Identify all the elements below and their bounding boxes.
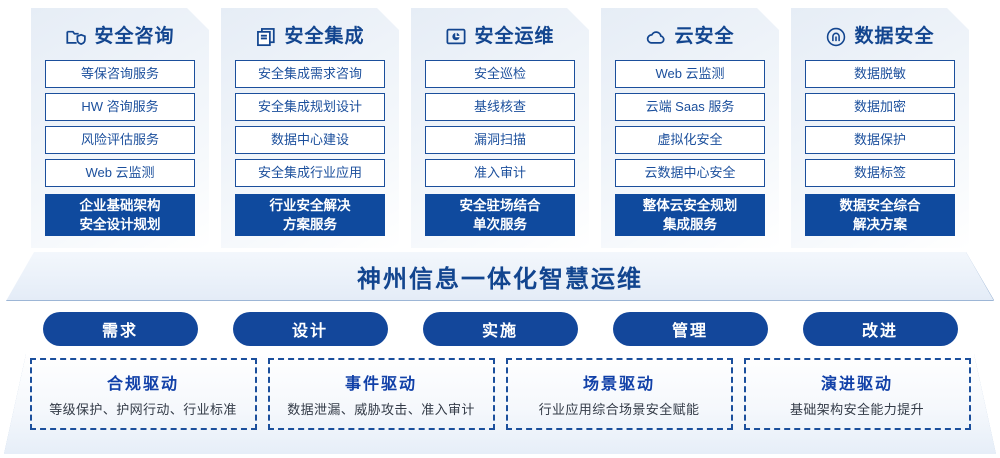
driver-card-scenario[interactable]: 场景驱动 行业应用综合场景安全赋能 <box>505 358 733 430</box>
service-item[interactable]: 虚拟化安全 <box>615 126 765 154</box>
column-title: 数据安全 <box>854 26 935 47</box>
highlight-line-2: 方案服务 <box>283 217 337 232</box>
column-items: 数据脱敏 数据加密 数据保护 数据标签 数据安全综合 解决方案 <box>791 60 969 236</box>
service-columns: 安全咨询 等保咨询服务 HW 咨询服务 风险评估服务 Web 云监测 企业基础架… <box>0 8 1000 256</box>
service-item[interactable]: 云端 Saas 服务 <box>615 93 765 121</box>
column-title: 安全运维 <box>474 26 555 47</box>
column-items: Web 云监测 云端 Saas 服务 虚拟化安全 云数据中心安全 整体云安全规划… <box>601 60 779 236</box>
cloud-icon <box>645 26 667 48</box>
platform-banner-title: 神州信息一体化智慧运维 <box>357 265 643 293</box>
service-column-security-integration[interactable]: 安全集成 安全集成需求咨询 安全集成规划设计 数据中心建设 安全集成行业应用 行… <box>221 8 399 248</box>
driver-subtitle: 行业应用综合场景安全赋能 <box>538 402 700 417</box>
service-item[interactable]: 数据保护 <box>805 126 955 154</box>
service-item[interactable]: Web 云监测 <box>615 60 765 88</box>
phase-pill-design[interactable]: 设计 <box>232 312 388 346</box>
service-item[interactable]: HW 咨询服务 <box>45 93 195 121</box>
service-column-data-security[interactable]: 数据安全 数据脱敏 数据加密 数据保护 数据标签 数据安全综合 解决方案 <box>791 8 969 248</box>
column-highlight[interactable]: 整体云安全规划 集成服务 <box>615 194 765 236</box>
service-item[interactable]: 数据中心建设 <box>235 126 385 154</box>
column-title: 云安全 <box>674 26 735 47</box>
driver-card-compliance[interactable]: 合规驱动 等级保护、护网行动、行业标准 <box>29 358 257 430</box>
service-item[interactable]: 数据标签 <box>805 159 955 187</box>
service-item[interactable]: Web 云监测 <box>45 159 195 187</box>
driver-title: 合规驱动 <box>106 376 179 393</box>
service-column-cloud-security[interactable]: 云安全 Web 云监测 云端 Saas 服务 虚拟化安全 云数据中心安全 整体云… <box>601 8 779 248</box>
column-highlight[interactable]: 数据安全综合 解决方案 <box>805 194 955 236</box>
highlight-line-2: 安全设计规划 <box>79 217 161 232</box>
service-column-security-operations[interactable]: 安全运维 安全巡检 基线核查 漏洞扫描 准入审计 安全驻场结合 单次服务 <box>411 8 589 248</box>
highlight-line-2: 单次服务 <box>473 217 527 232</box>
column-highlight[interactable]: 行业安全解决 方案服务 <box>235 194 385 236</box>
column-items: 安全巡检 基线核查 漏洞扫描 准入审计 安全驻场结合 单次服务 <box>411 60 589 236</box>
highlight-line-1: 安全驻场结合 <box>459 198 541 213</box>
phase-pill-management[interactable]: 管理 <box>612 312 768 346</box>
driver-title: 事件驱动 <box>344 376 417 393</box>
driver-subtitle: 等级保护、护网行动、行业标准 <box>49 402 237 417</box>
driver-card-incident[interactable]: 事件驱动 数据泄漏、威胁攻击、准入审计 <box>267 358 495 430</box>
service-item[interactable]: 安全集成行业应用 <box>235 159 385 187</box>
column-header: 云安全 <box>601 8 779 60</box>
column-header: 安全咨询 <box>31 8 209 60</box>
highlight-line-2: 解决方案 <box>853 217 907 232</box>
driver-title: 演进驱动 <box>820 376 893 393</box>
column-items: 等保咨询服务 HW 咨询服务 风险评估服务 Web 云监测 企业基础架构 安全设… <box>31 60 209 236</box>
column-items: 安全集成需求咨询 安全集成规划设计 数据中心建设 安全集成行业应用 行业安全解决… <box>221 60 399 236</box>
service-item[interactable]: 准入审计 <box>425 159 575 187</box>
monitor-chart-icon <box>445 26 467 48</box>
column-header: 安全集成 <box>221 8 399 60</box>
driver-title: 场景驱动 <box>582 376 655 393</box>
driver-subtitle: 数据泄漏、威胁攻击、准入审计 <box>287 402 475 417</box>
fingerprint-icon <box>825 26 847 48</box>
highlight-line-1: 行业安全解决 <box>269 198 351 213</box>
highlight-line-1: 企业基础架构 <box>79 198 161 213</box>
phase-pill-requirements[interactable]: 需求 <box>42 312 198 346</box>
service-item[interactable]: 安全集成需求咨询 <box>235 60 385 88</box>
column-highlight[interactable]: 企业基础架构 安全设计规划 <box>45 194 195 236</box>
column-title: 安全集成 <box>284 26 365 47</box>
lifecycle-phases: 需求 设计 实施 管理 改进 <box>0 312 1000 346</box>
service-item[interactable]: 数据加密 <box>805 93 955 121</box>
service-column-security-consulting[interactable]: 安全咨询 等保咨询服务 HW 咨询服务 风险评估服务 Web 云监测 企业基础架… <box>31 8 209 248</box>
highlight-line-2: 集成服务 <box>663 217 717 232</box>
service-item[interactable]: 安全巡检 <box>425 60 575 88</box>
column-header: 数据安全 <box>791 8 969 60</box>
service-item[interactable]: 云数据中心安全 <box>615 159 765 187</box>
drivers-container <box>4 354 996 454</box>
service-item[interactable]: 漏洞扫描 <box>425 126 575 154</box>
service-item[interactable]: 风险评估服务 <box>45 126 195 154</box>
highlight-line-1: 整体云安全规划 <box>642 198 738 213</box>
highlight-line-1: 数据安全综合 <box>839 198 921 213</box>
service-item[interactable]: 等保咨询服务 <box>45 60 195 88</box>
driver-card-evolution[interactable]: 演进驱动 基础架构安全能力提升 <box>743 358 971 430</box>
column-title: 安全咨询 <box>94 26 175 47</box>
service-item[interactable]: 基线核查 <box>425 93 575 121</box>
stacked-documents-icon <box>255 26 277 48</box>
phase-pill-implementation[interactable]: 实施 <box>422 312 578 346</box>
column-highlight[interactable]: 安全驻场结合 单次服务 <box>425 194 575 236</box>
service-item[interactable]: 安全集成规划设计 <box>235 93 385 121</box>
column-header: 安全运维 <box>411 8 589 60</box>
service-item[interactable]: 数据脱敏 <box>805 60 955 88</box>
driver-subtitle: 基础架构安全能力提升 <box>789 402 924 417</box>
platform-banner: 神州信息一体化智慧运维 <box>6 252 994 301</box>
folder-shield-icon <box>65 26 87 48</box>
drivers-row: 合规驱动 等级保护、护网行动、行业标准 事件驱动 数据泄漏、威胁攻击、准入审计 … <box>0 358 1000 450</box>
phase-pill-improvement[interactable]: 改进 <box>802 312 958 346</box>
